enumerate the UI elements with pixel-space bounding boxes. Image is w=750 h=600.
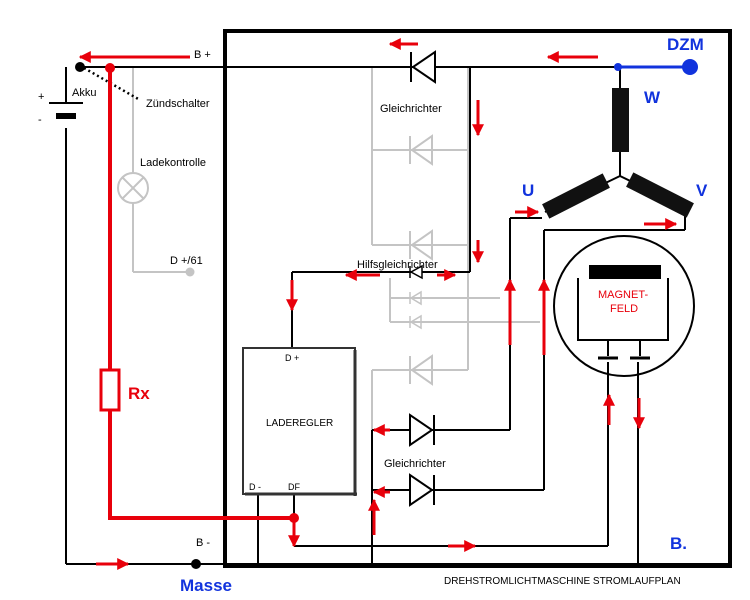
laderegler-box [242, 347, 357, 496]
red-junction-df [289, 513, 299, 523]
faded-aux-diode-3 [409, 314, 422, 330]
zuendschalter-label: Zündschalter [146, 98, 210, 110]
gleichrichter-bottom-label: Gleichrichter [384, 458, 446, 470]
b-minus-terminal [191, 559, 201, 569]
faded-diode-2 [409, 134, 433, 166]
battery-plus-label: + [38, 91, 44, 103]
battery [49, 102, 83, 119]
regler-dplus-label: D + [285, 353, 299, 363]
red-junction-top [105, 63, 115, 73]
faded-aux-diode-2 [409, 290, 422, 306]
main-diode-top [410, 50, 436, 84]
red-current-path [108, 67, 294, 520]
regler-dminus-label: D - [249, 482, 261, 492]
faded-diode-3 [409, 229, 433, 261]
rectifier-diode-lower-1 [409, 413, 435, 447]
gleichrichter-top-label: Gleichrichter [380, 103, 442, 115]
black-wiring [65, 66, 728, 565]
battery-minus-label: - [38, 114, 42, 126]
aux-diode [409, 264, 423, 280]
faded-rectifier-network [132, 67, 540, 430]
d61-label: D +/61 [170, 255, 203, 267]
stator-windings [542, 88, 694, 219]
faded-diode-4 [409, 354, 433, 386]
dzm-connection [614, 59, 698, 75]
magnetfeld-label-2: FELD [610, 303, 638, 315]
hilfsgleichrichter-label: Hilfsgleichrichter [357, 259, 438, 271]
rx-label: Rx [128, 384, 150, 403]
b-minus-label: B - [196, 537, 210, 549]
rectifier-diode-lower-2 [409, 473, 435, 507]
dzm-label: DZM [667, 35, 704, 54]
ignition-switch [83, 66, 141, 102]
diagram-caption: DREHSTROMLICHTMASCHINE STROMLAUFPLAN [444, 576, 681, 587]
current-arrows [78, 38, 678, 570]
v-phase-label: V [696, 181, 708, 200]
rotor-magnetic-field [553, 235, 695, 377]
masse-label: Masse [180, 576, 232, 595]
alternator-housing [223, 29, 732, 568]
d61-terminal [185, 267, 195, 277]
magnetfeld-label-1: MAGNET- [598, 289, 648, 301]
charge-lamp [117, 172, 149, 204]
rx-resistor [99, 368, 121, 412]
u-phase-label: U [522, 181, 534, 200]
regler-df-label: DF [288, 482, 300, 492]
laderegler-label: LADEREGLER [266, 418, 333, 429]
b-plus-label: B + [194, 49, 211, 61]
ladekontrolle-label: Ladekontrolle [140, 157, 206, 169]
bplus-terminal [75, 62, 85, 72]
akku-label: Akku [72, 87, 96, 99]
w-phase-label: W [644, 88, 661, 107]
b-dot-label: B. [670, 534, 687, 553]
